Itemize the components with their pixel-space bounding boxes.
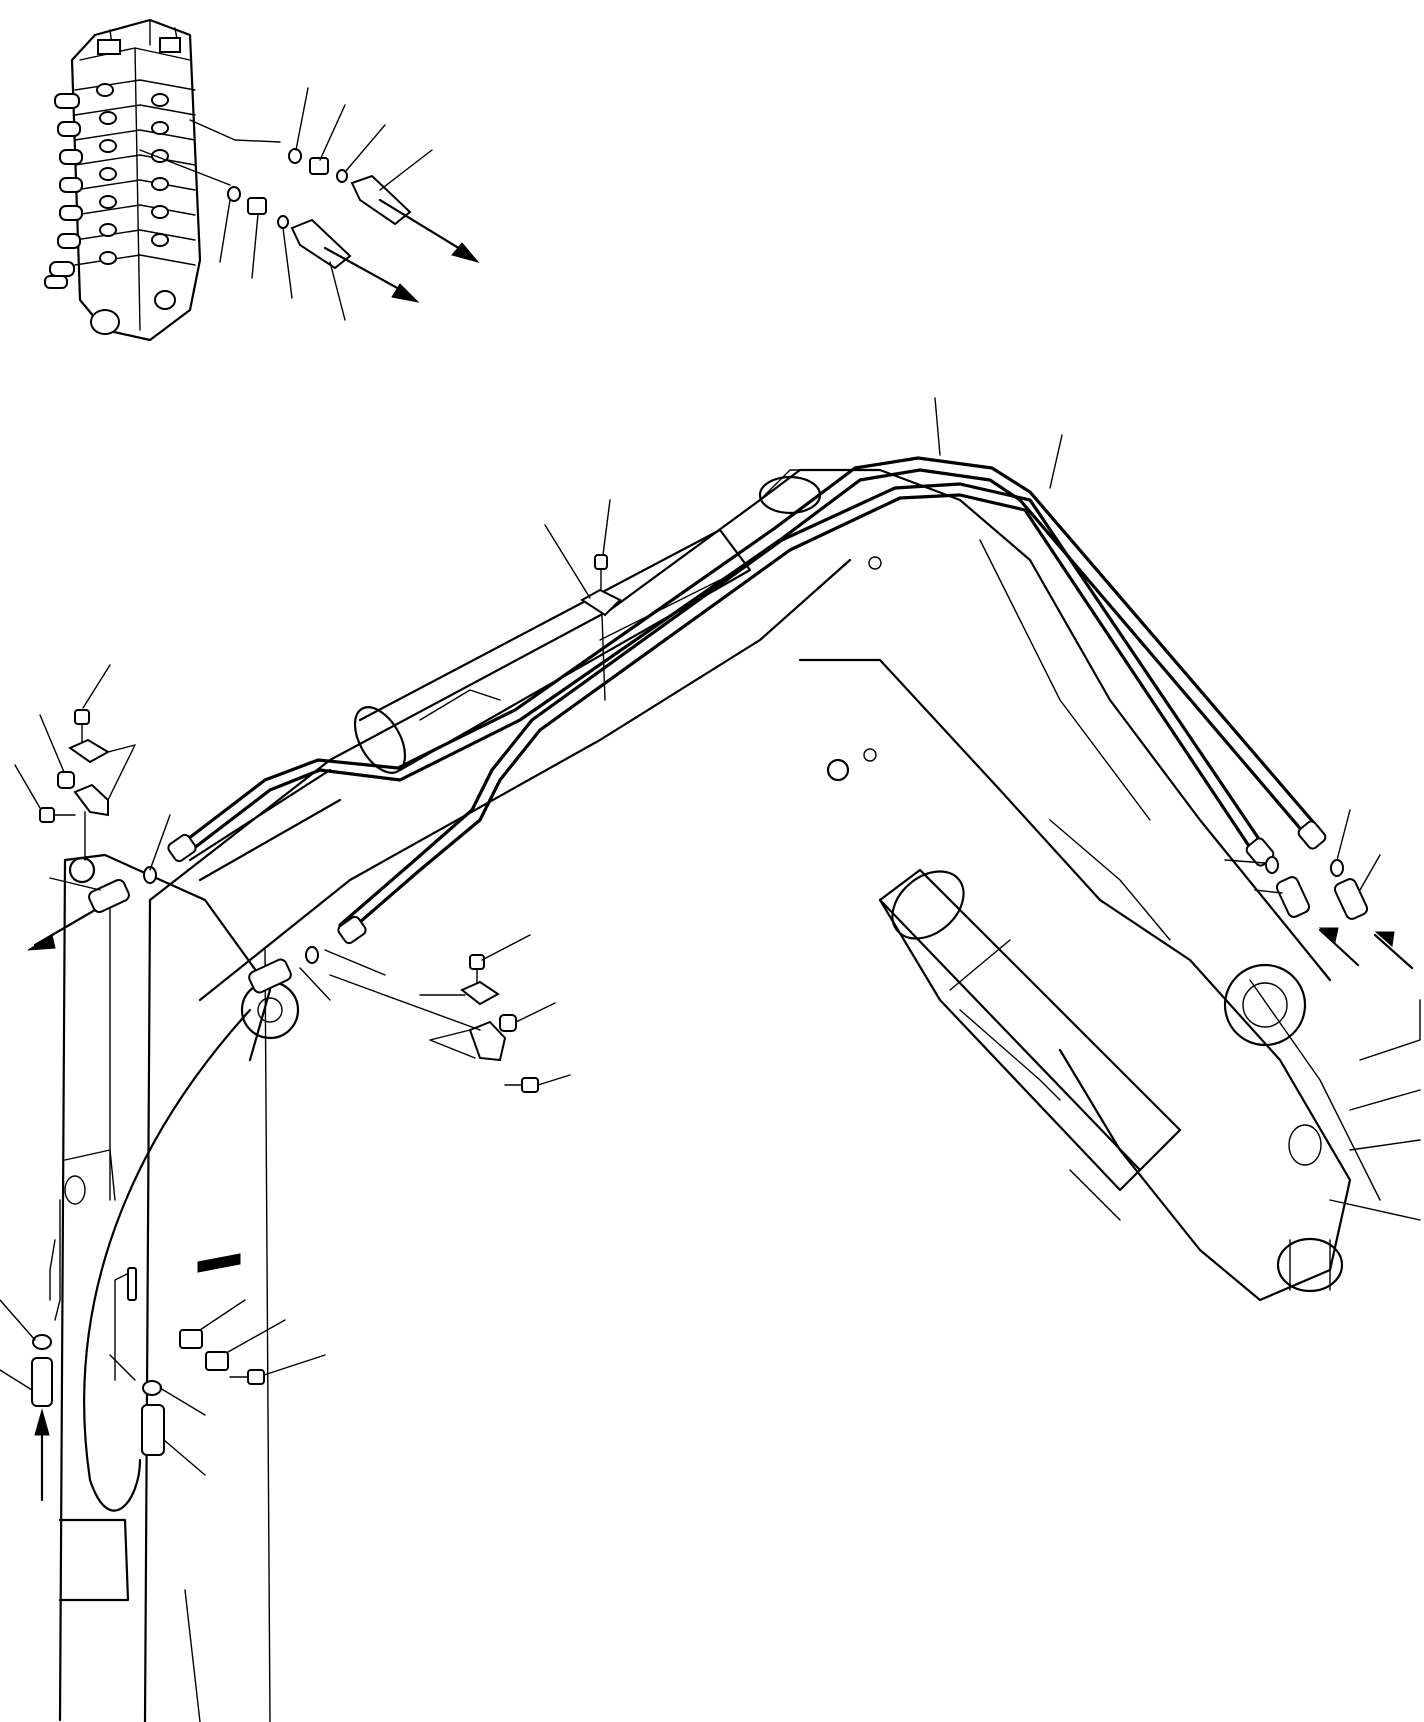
arm-hoses [83,1008,252,1512]
valve-callout-leaders [219,87,433,321]
boom-cylinder [878,868,1182,1221]
center-clamp-stack [329,954,539,1093]
boom-pipe-lines [167,456,1327,945]
boom-pipe-clamp [544,499,622,701]
arm-bottom-fittings [31,1329,265,1502]
valve-port-fittings [227,148,480,303]
arm-cylinder [188,528,752,882]
right-fittings [1265,856,1414,970]
control-valve-assembly [44,18,281,342]
left-boom-tip-fittings [27,866,319,994]
left-clamp-stack [39,709,110,861]
boom-structure [148,468,1421,1302]
arm-structure [49,853,300,1722]
diagram-callout-leaders [0,397,1381,1476]
